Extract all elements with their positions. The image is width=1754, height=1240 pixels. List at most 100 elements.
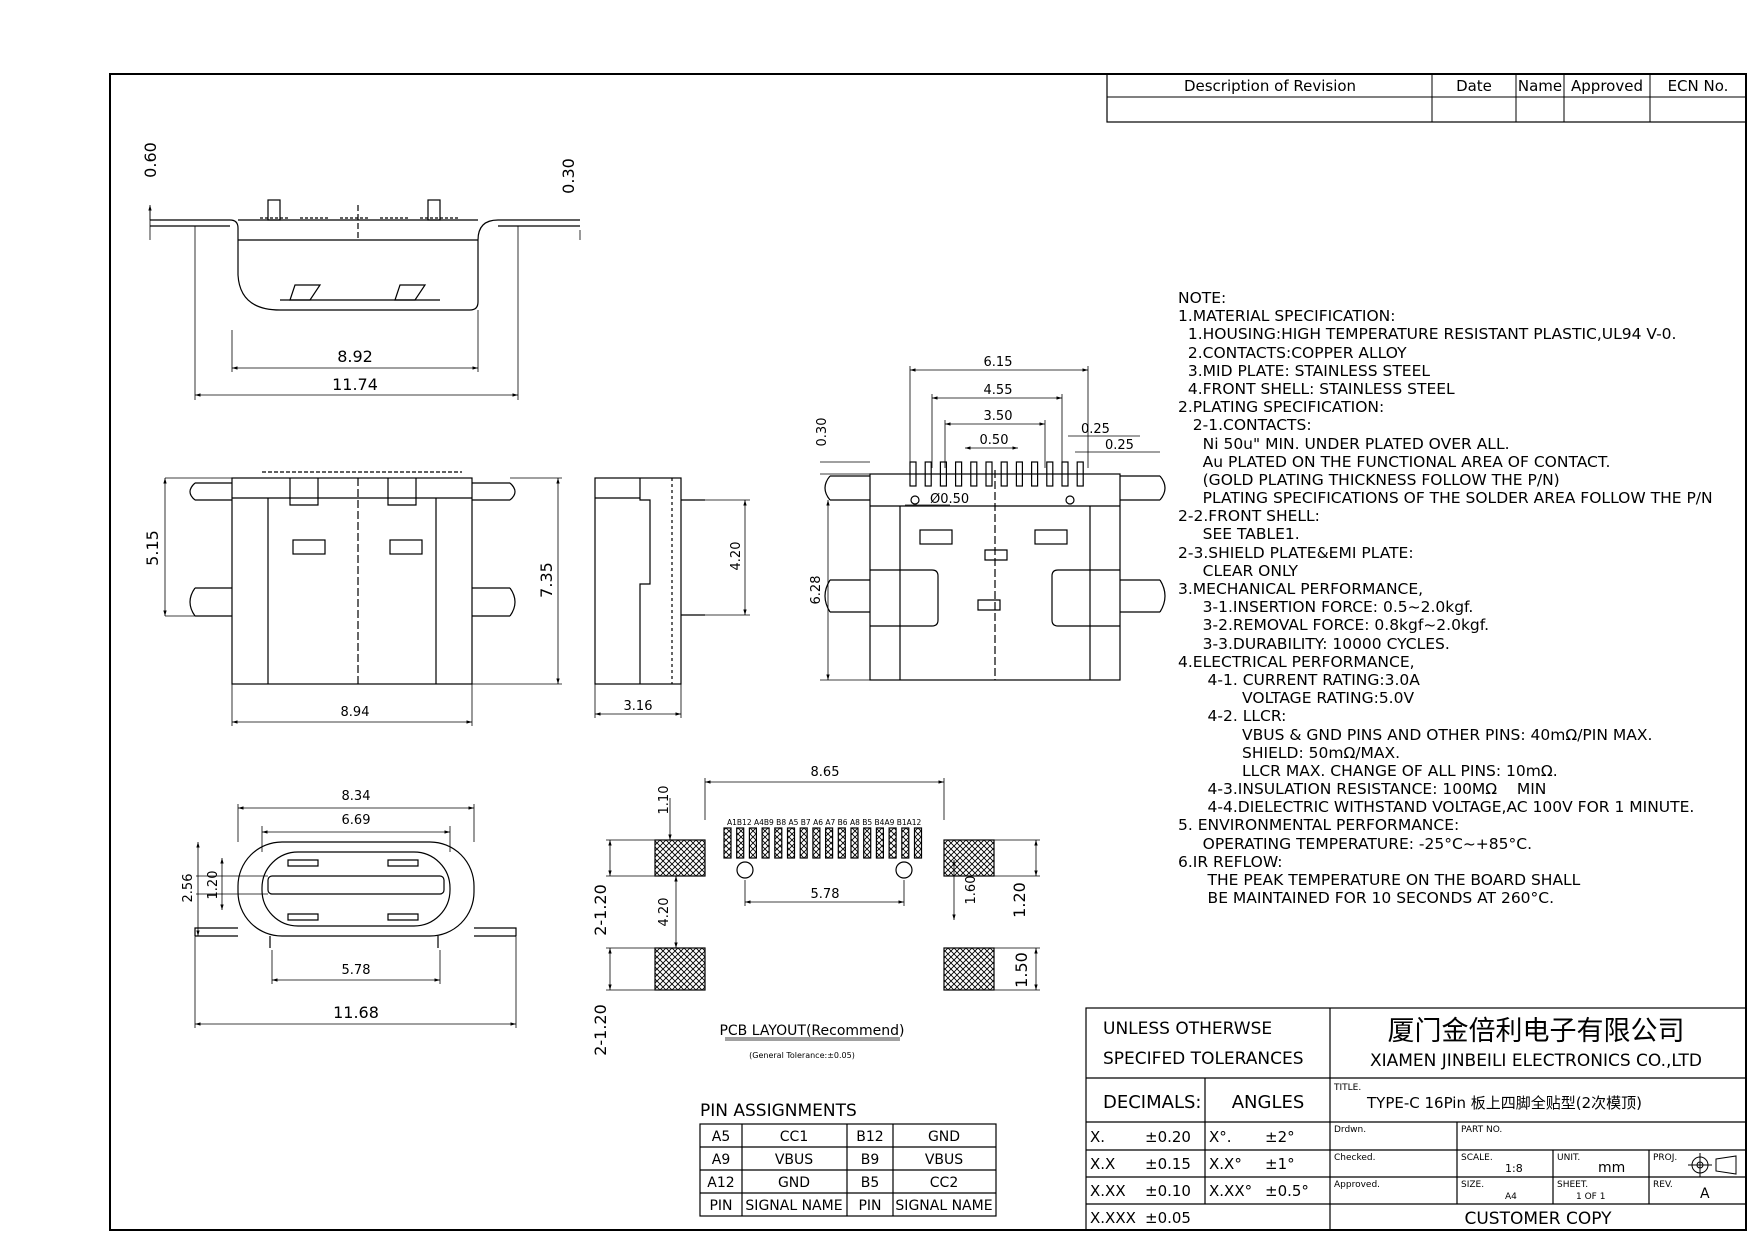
dim-end-3.16: 3.16 xyxy=(624,699,653,714)
note-line: NOTE: xyxy=(1178,289,1227,307)
rear-view xyxy=(820,366,1166,681)
tolerance-cell: X. xyxy=(1090,1128,1105,1146)
dim-rear-6.15: 6.15 xyxy=(984,355,1013,370)
dim-rear-0.50: 0.50 xyxy=(980,433,1009,448)
rear-contact-pin xyxy=(909,461,917,487)
dim-front-1.20: 1.20 xyxy=(206,871,221,900)
projection-symbol-icon xyxy=(1688,1153,1737,1177)
dim-rear-0.25-a: 0.25 xyxy=(1081,422,1110,437)
note-line: 5. ENVIRONMENTAL PERFORMANCE: xyxy=(1178,816,1460,835)
rear-contact-pin xyxy=(970,461,978,487)
dim-side-0.30: 0.30 xyxy=(559,158,578,194)
pcb-signal-pad xyxy=(875,827,885,859)
pcb-signal-pad xyxy=(863,827,872,859)
note-line: 2.CONTACTS:COPPER ALLOY xyxy=(1178,343,1407,362)
rear-contact-pin xyxy=(1015,461,1024,487)
dim-side-0.60: 0.60 xyxy=(141,142,160,178)
pin-table-cell: B12 xyxy=(856,1129,883,1145)
drawing-title: TYPE-C 16Pin 板上四脚全贴型(2次模顶) xyxy=(1366,1094,1642,1112)
pin-table-cell: CC2 xyxy=(930,1175,958,1191)
note-line: 1.HOUSING:HIGH TEMPERATURE RESISTANT PLA… xyxy=(1178,325,1677,344)
rev-header-description: Description of Revision xyxy=(1184,77,1356,95)
front-view xyxy=(194,804,517,1028)
note-line: SEE TABLE1. xyxy=(1178,525,1300,544)
pin-table-cell: A9 xyxy=(712,1152,730,1168)
note-line: 2-3.SHIELD PLATE&EMI PLATE: xyxy=(1178,543,1414,562)
pcb-signal-pad xyxy=(837,827,846,859)
note-line: OPERATING TEMPERATURE: -25°C~+85°C. xyxy=(1178,834,1533,853)
dim-pcb-1.10: 1.10 xyxy=(657,786,672,815)
pcb-signal-pad xyxy=(913,827,923,859)
pin-table-cell: CC1 xyxy=(780,1129,808,1145)
revision-table: Description of Revision Date Name Approv… xyxy=(1106,73,1747,123)
note-line: LLCR MAX. CHANGE OF ALL PINS: 10mΩ. xyxy=(1178,761,1558,780)
note-line: Au PLATED ON THE FUNCTIONAL AREA OF CONT… xyxy=(1178,452,1611,471)
dim-pcb-2-1.20-a: 2-1.20 xyxy=(591,884,610,936)
rear-contact-pin xyxy=(1046,461,1054,487)
dim-side-8.92: 8.92 xyxy=(337,347,373,366)
dim-pcb-1.60: 1.60 xyxy=(964,876,979,905)
tolerance-cell: X.X° xyxy=(1209,1155,1242,1173)
tolerance-cell: ±0.05 xyxy=(1145,1209,1191,1227)
tolerance-cell: X.X xyxy=(1090,1155,1115,1173)
note-line: BE MAINTAINED FOR 10 SECONDS AT 260°C. xyxy=(1178,889,1555,908)
dim-front-11.68: 11.68 xyxy=(333,1003,379,1022)
pin-assignments-title: PIN ASSIGNMENTS xyxy=(700,1101,857,1121)
dim-rear-6.28: 6.28 xyxy=(809,576,824,605)
pcb-signal-pad xyxy=(786,827,796,859)
note-line: CLEAR ONLY xyxy=(1178,561,1299,580)
rear-contact-pin xyxy=(924,461,932,487)
note-line: PLATING SPECIFICATIONS OF THE SOLDER ARE… xyxy=(1178,489,1713,508)
unit-value: mm xyxy=(1598,1160,1625,1176)
dim-top-8.94: 8.94 xyxy=(341,705,370,720)
company-name-en: XIAMEN JINBEILI ELECTRONICS CO.,LTD xyxy=(1370,1051,1702,1071)
note-line: 1.MATERIAL SPECIFICATION: xyxy=(1178,307,1396,326)
unit-label: UNIT. xyxy=(1557,1153,1580,1163)
dim-pcb-4.20: 4.20 xyxy=(657,898,672,927)
tolerance-cell: X.XX xyxy=(1090,1182,1126,1200)
size-label: SIZE. xyxy=(1461,1180,1484,1190)
notes-block: NOTE:1.MATERIAL SPECIFICATION: 1.HOUSING… xyxy=(1178,289,1738,907)
side-view xyxy=(148,199,581,400)
dim-rear-0.30: 0.30 xyxy=(815,418,830,447)
note-line: 4-3.INSULATION RESISTANCE: 100MΩ MIN xyxy=(1178,780,1547,799)
pin-table-cell: PIN xyxy=(709,1198,732,1214)
rear-contact-pin xyxy=(985,461,993,487)
dim-pcb-1.20: 1.20 xyxy=(1010,882,1029,918)
tolerance-cell: ±0.5° xyxy=(1265,1182,1309,1200)
tolerance-line-1: UNLESS OTHERWSE xyxy=(1103,1019,1272,1039)
note-line: 4.FRONT SHELL: STAINLESS STEEL xyxy=(1178,379,1455,398)
pcb-signal-pad xyxy=(748,827,758,859)
pin-table-cell: B5 xyxy=(861,1175,880,1191)
rear-contact-pin xyxy=(954,461,963,487)
pcb-signal-pad xyxy=(799,827,808,859)
pcb-signal-pad xyxy=(850,827,859,859)
note-line: 4-2. LLCR: xyxy=(1178,707,1287,726)
rev-label: REV. xyxy=(1653,1180,1673,1190)
tolerance-cell: ±0.15 xyxy=(1145,1155,1191,1173)
note-line: 3-1.INSERTION FORCE: 0.5~2.0kgf. xyxy=(1178,598,1474,617)
rev-value: A xyxy=(1700,1186,1710,1202)
note-line: 2-1.CONTACTS: xyxy=(1178,416,1312,435)
dim-pcb-1.50: 1.50 xyxy=(1012,952,1031,988)
pcb-tolerance-note: (General Tolerance:±0.05) xyxy=(749,1051,855,1060)
pcb-pin-labels: A1B12 A4B9 B8 A5 B7 A6 A7 B6 A8 B5 B4A9 … xyxy=(727,818,922,827)
tolerance-cell: ±0.20 xyxy=(1145,1128,1191,1146)
pcb-signal-pad xyxy=(888,827,897,859)
dim-front-8.34: 8.34 xyxy=(342,789,371,804)
note-line: 3.MECHANICAL PERFORMANCE, xyxy=(1178,580,1424,598)
dim-top-7.35: 7.35 xyxy=(537,562,556,598)
note-line: SHIELD: 50mΩ/MAX. xyxy=(1178,743,1401,762)
pcb-signal-pad xyxy=(824,827,834,859)
dim-end-4.20: 4.20 xyxy=(729,542,744,571)
dim-pcb-8.65: 8.65 xyxy=(811,765,840,780)
sheet-value: 1 OF 1 xyxy=(1576,1192,1605,1202)
tolerance-cell: X.XXX xyxy=(1090,1209,1136,1227)
dim-top-5.15: 5.15 xyxy=(143,530,162,566)
note-line: THE PEAK TEMPERATURE ON THE BOARD SHALL xyxy=(1178,871,1581,889)
note-line: 3.MID PLATE: STAINLESS STEEL xyxy=(1178,361,1431,380)
note-line: Ni 50u" MIN. UNDER PLATED OVER ALL. xyxy=(1178,434,1510,453)
tolerance-line-2: SPECIFED TOLERANCES xyxy=(1103,1049,1304,1069)
pin-table-cell: SIGNAL NAME xyxy=(895,1198,992,1214)
